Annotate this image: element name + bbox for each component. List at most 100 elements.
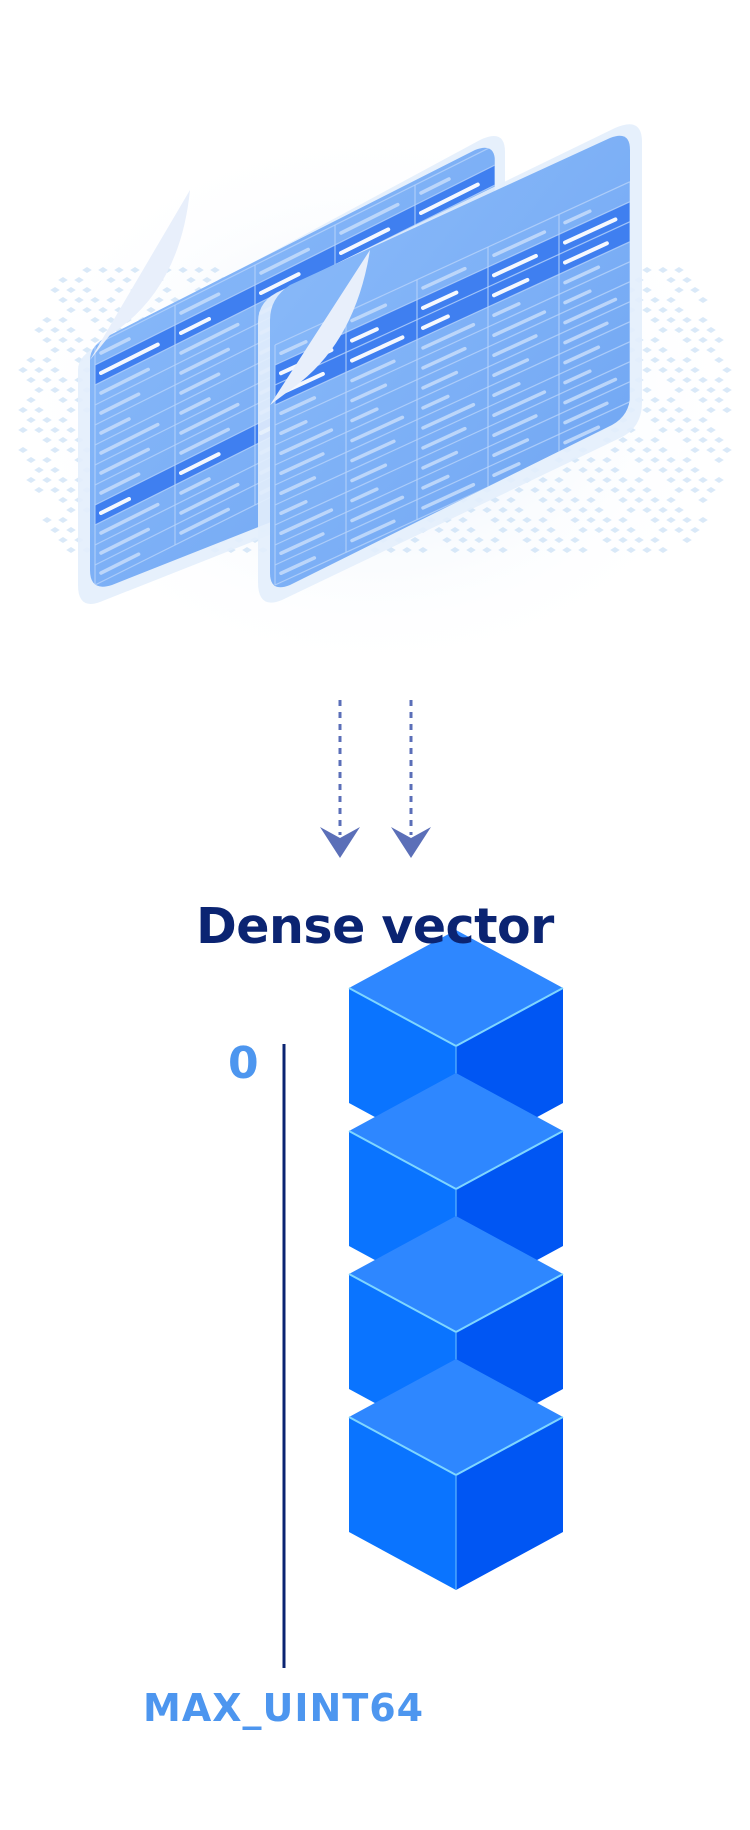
pattern-dot (442, 537, 452, 543)
pattern-dot (634, 537, 644, 543)
pattern-dot (458, 537, 468, 543)
pattern-dot (42, 317, 52, 323)
pattern-dot (594, 467, 604, 473)
cell-text-bar (421, 266, 467, 290)
cell-text-bar (350, 439, 396, 463)
cell-text-bar (421, 290, 459, 310)
pattern-dot (50, 367, 60, 373)
pattern-dot (602, 537, 612, 543)
cell-text-bar (350, 327, 379, 343)
cell-text-bar (350, 359, 396, 383)
cell-text-bar (350, 519, 396, 543)
pattern-dot (698, 397, 708, 403)
pattern-dot (666, 497, 676, 503)
pattern-dot (434, 527, 444, 533)
pattern-dot (610, 447, 620, 453)
pattern-dot (530, 547, 540, 553)
pattern-dot (66, 547, 76, 553)
pattern-dot (682, 477, 692, 483)
grid-row-line (274, 261, 630, 426)
grid-row-line (274, 321, 630, 486)
pattern-dot (578, 467, 588, 473)
pattern-dot (594, 507, 604, 513)
pattern-dot (74, 297, 84, 303)
pattern-dot (594, 527, 604, 533)
cell-text-bar (279, 476, 317, 495)
pattern-dot (650, 437, 660, 443)
pattern-dot (706, 447, 716, 453)
cell-text-bar (179, 372, 221, 395)
pattern-dot (698, 297, 708, 303)
pattern-dot (122, 277, 132, 283)
grid-row-line (274, 301, 630, 466)
pattern-dot (690, 447, 700, 453)
cell-text-bar (563, 345, 601, 365)
highlighted-row (275, 221, 630, 405)
cell-text-bar (421, 402, 476, 430)
cell-text-bar (421, 450, 459, 470)
cell-text-bar (421, 394, 450, 410)
pattern-dot (498, 547, 508, 553)
pattern-dot (674, 487, 684, 493)
arrow-head-left (320, 827, 360, 858)
pattern-dot (194, 267, 204, 273)
cell-text-bar (492, 230, 547, 258)
pattern-dot (666, 477, 676, 483)
cell-text-bar (179, 482, 240, 515)
pattern-dot (58, 537, 68, 543)
pattern-dot (242, 547, 252, 553)
pattern-dot (458, 517, 468, 523)
cell-text-bar (99, 417, 131, 435)
pattern-dot (666, 457, 676, 463)
pattern-dot (42, 337, 52, 343)
pattern-dot (706, 327, 716, 333)
pattern-dot (682, 537, 692, 543)
pattern-dot (714, 337, 724, 343)
cell-text-bar (492, 390, 547, 418)
grid-row-line (274, 401, 630, 566)
pattern-dot (666, 297, 676, 303)
pattern-dot (50, 327, 60, 333)
pattern-dot (602, 517, 612, 523)
pattern-dot (570, 457, 580, 463)
pattern-dot (682, 417, 692, 423)
pattern-dot (666, 517, 676, 523)
pattern-dot (466, 547, 476, 553)
pattern-dot (50, 387, 60, 393)
pattern-dot (26, 417, 36, 423)
pattern-dot (682, 437, 692, 443)
cell-text-bar (179, 317, 211, 335)
cell-text-bar (492, 414, 538, 438)
pattern-dot (130, 267, 140, 273)
pattern-dot (722, 387, 732, 393)
pattern-dot (410, 537, 420, 543)
cell-text-bar (492, 310, 547, 338)
grid-row-line (274, 361, 630, 526)
cell-text-bar (99, 502, 160, 535)
pattern-dot (210, 267, 220, 273)
pattern-dot (66, 307, 76, 313)
cell-text-bar (421, 314, 450, 330)
cell-text-bar (350, 383, 388, 403)
pattern-dot (642, 407, 652, 413)
pattern-dot (618, 437, 628, 443)
pattern-dot (706, 487, 716, 493)
pattern-dot (666, 377, 676, 383)
pattern-dot (18, 367, 28, 373)
pattern-dot (34, 327, 44, 333)
cell-text-bar (563, 217, 618, 245)
cell-text-bar (563, 209, 592, 225)
pattern-dot (402, 547, 412, 553)
cell-text-bar (421, 346, 467, 370)
pattern-dot (98, 327, 108, 333)
pattern-dot (58, 497, 68, 503)
pattern-dot (674, 387, 684, 393)
pattern-dot (66, 347, 76, 353)
pattern-dot (618, 537, 628, 543)
pattern-dot (698, 317, 708, 323)
cell-text-bar (563, 321, 609, 345)
cell-text-bar (259, 272, 301, 295)
pattern-dot (490, 517, 500, 523)
pattern-dot (682, 277, 692, 283)
cell-text-bar (421, 482, 476, 510)
